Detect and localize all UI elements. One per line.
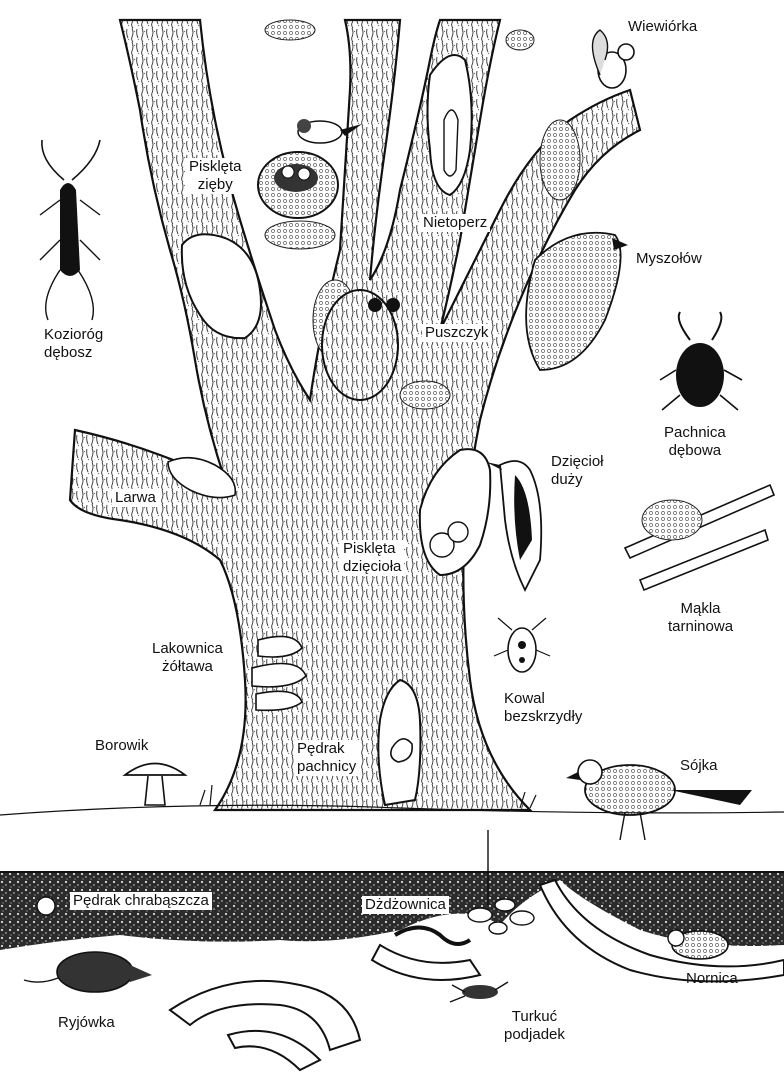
label-sojka: Sójka — [680, 757, 718, 775]
label-wiewiorka: Wiewiórka — [628, 18, 697, 36]
label-makla-line2: tarninowa — [668, 618, 733, 636]
label-koziorog-line1: Kozioróg — [44, 326, 103, 344]
label-turkuc-podjadek: Turkuć podjadek — [504, 1008, 565, 1044]
label-borowik: Borowik — [95, 737, 148, 755]
label-dzieciol-line2: duży — [551, 471, 604, 489]
label-piskleta-zieby: Pisklęta zięby — [186, 158, 245, 194]
great-spotted-woodpecker — [486, 461, 541, 590]
lichen-branch — [625, 485, 774, 590]
label-piskleta-zieby-line1: Pisklęta — [189, 158, 242, 176]
label-nietoperz: Nietoperz — [420, 214, 490, 232]
longhorn-beetle — [40, 140, 100, 320]
label-kowal-line1: Kowal — [504, 690, 582, 708]
label-makla-tarninowa: Mąkla tarninowa — [668, 600, 733, 636]
bolete-mushroom — [125, 764, 185, 806]
label-pachnica-debowa: Pachnica dębowa — [664, 424, 726, 460]
label-kowal-bezskrzydly: Kowal bezskrzydły — [504, 690, 582, 726]
label-turkuc-line2: podjadek — [504, 1026, 565, 1044]
label-dzdzownica: Dżdżownica — [362, 896, 449, 914]
cockchafer-grub — [37, 897, 55, 915]
label-piskleta-dzieciola-line1: Pisklęta — [343, 540, 401, 558]
firebug — [494, 618, 550, 672]
label-pedrak-pachnicy: Pędrak pachnicy — [294, 740, 359, 776]
label-lakownica-line2: żółtawa — [152, 658, 223, 676]
label-ryjowka: Ryjówka — [58, 1014, 115, 1032]
label-puszczyk: Puszczyk — [422, 324, 491, 342]
label-kowal-line2: bezskrzydły — [504, 708, 582, 726]
label-pachnica-line2: dębowa — [664, 442, 726, 460]
bat — [444, 110, 458, 176]
label-koziorog-debosz: Kozioróg dębosz — [44, 326, 103, 362]
jay — [566, 760, 752, 840]
label-koziorog-line2: dębosz — [44, 344, 103, 362]
label-nornica: Nornica — [686, 970, 738, 988]
label-makla-line1: Mąkla — [668, 600, 733, 618]
label-pachnica-line1: Pachnica — [664, 424, 726, 442]
label-pedrak-pachnicy-line1: Pędrak — [297, 740, 356, 758]
label-piskleta-zieby-line2: zięby — [189, 176, 242, 194]
label-turkuc-line1: Turkuć — [504, 1008, 565, 1026]
label-dzieciol-duzy: Dzięcioł duży — [551, 453, 604, 489]
label-lakownica-zoltawa: Lakownica żółtawa — [152, 640, 223, 676]
label-piskleta-dzieciola: Pisklęta dzięcioła — [340, 540, 404, 576]
label-dzieciol-line1: Dzięcioł — [551, 453, 604, 471]
label-larwa: Larwa — [112, 489, 159, 507]
finch-nest — [258, 152, 338, 218]
label-piskleta-dzieciola-line2: dzięcioła — [343, 558, 401, 576]
bracket-fungus — [252, 636, 306, 710]
tawny-owl — [322, 290, 400, 400]
label-myszolow: Myszołów — [636, 250, 702, 268]
label-pedrak-chrabaszcza: Pędrak chrabąszcza — [70, 892, 212, 910]
label-lakownica-line1: Lakownica — [152, 640, 223, 658]
label-pedrak-pachnicy-line2: pachnicy — [297, 758, 356, 776]
soil-layer — [0, 830, 784, 1079]
buzzard — [526, 233, 628, 370]
hermit-beetle — [660, 312, 742, 410]
squirrel — [593, 30, 635, 88]
